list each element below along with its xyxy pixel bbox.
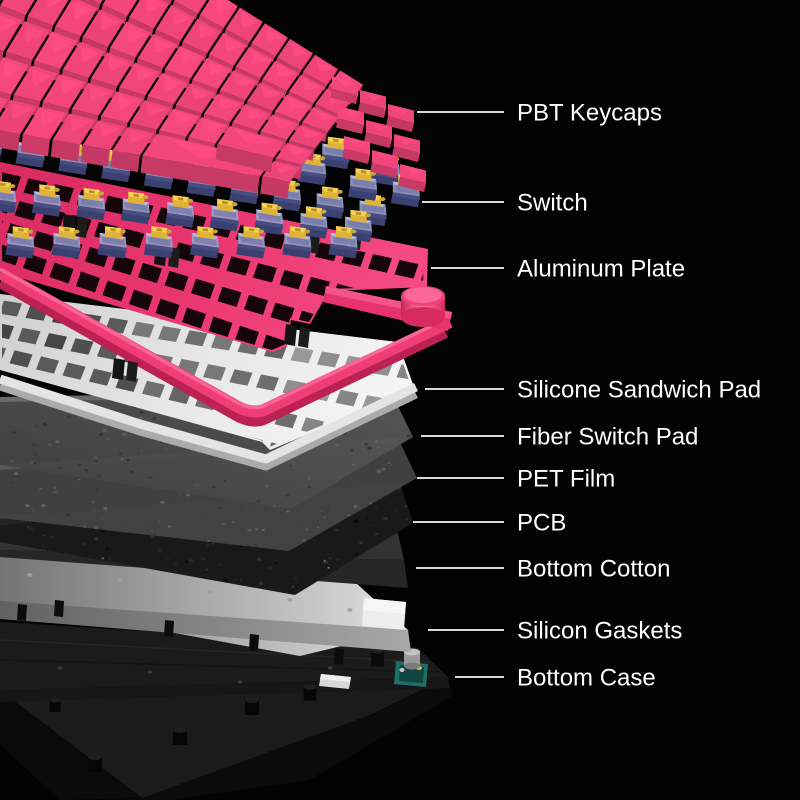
svg-text:Fiber Switch Pad: Fiber Switch Pad [517,424,698,451]
svg-text:Bottom Cotton: Bottom Cotton [517,556,670,583]
svg-text:Silicon Gaskets: Silicon Gaskets [517,618,682,645]
svg-text:Bottom Case: Bottom Case [517,665,656,692]
svg-text:PCB: PCB [517,510,566,537]
svg-text:Aluminum Plate: Aluminum Plate [517,256,685,283]
svg-text:PET Film: PET Film [517,466,615,493]
svg-text:PBT Keycaps: PBT Keycaps [517,100,662,127]
svg-text:Switch: Switch [517,190,588,217]
svg-text:Silicone Sandwich Pad: Silicone Sandwich Pad [517,377,761,404]
